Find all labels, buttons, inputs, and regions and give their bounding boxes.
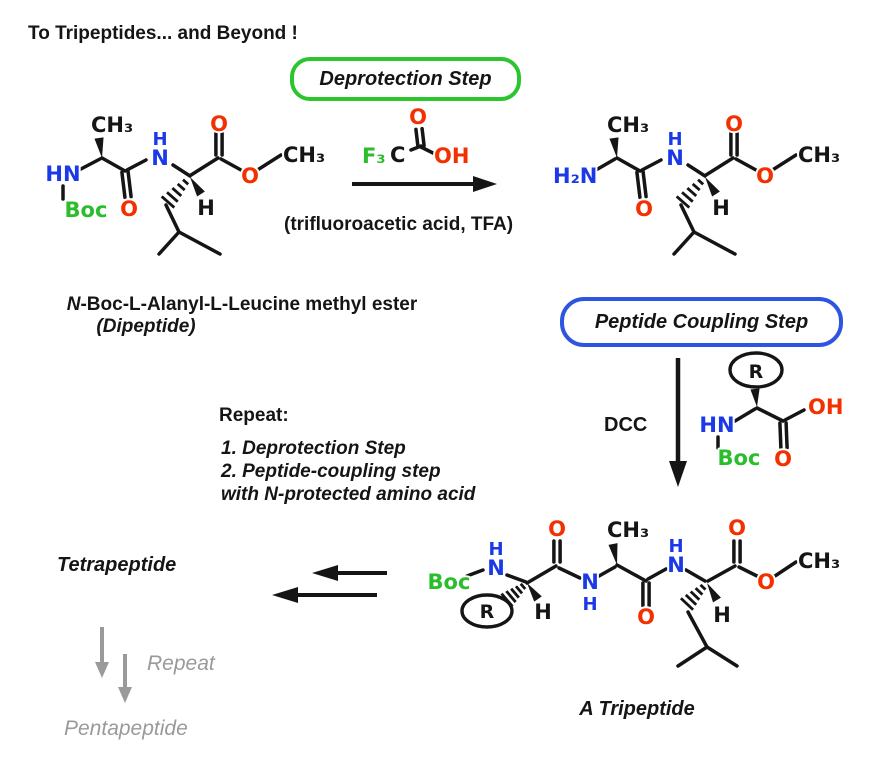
atom-label: HN [45,162,80,186]
deprotection-step-box: Deprotection Step [290,57,521,101]
atom-label: CH₃ [607,113,649,137]
atom-label: Boc [65,198,108,222]
atom-label: H [582,594,597,615]
atom-label: H [668,536,683,557]
peptide-coupling-step-box: Peptide Coupling Step [560,297,843,347]
atom-label: N [666,146,684,170]
atom-label: H [667,129,682,150]
atom-label: C [390,143,405,167]
dipeptide-name-n: N [66,294,81,315]
r-group-circle [460,593,514,629]
atom-label: O [725,112,743,136]
dcc-reaction-arrow [669,358,687,487]
atom-label: H [152,129,167,150]
page-title: To Tripeptides... and Beyond ! [28,23,298,44]
dcc-reagent-label: DCC [604,414,648,436]
dipeptide-name-rest: -Boc-L-Alanyl-L-Leucine methyl ester [80,294,418,315]
to-tetrapeptide-arrow-2 [272,587,377,603]
atom-label: O [241,164,259,188]
atom-label: O [120,197,138,221]
atom-label: CH₃ [283,143,325,167]
tripeptide-label: A Tripeptide [579,698,695,720]
tfa-reaction-arrow [352,176,497,192]
peptide-coupling-step-label: Peptide Coupling Step [594,310,809,333]
atom-label: CH₃ [91,113,133,137]
pentapeptide-label: Pentapeptide [64,717,188,740]
atom-label: H [712,196,730,220]
atom-label: N [667,553,685,577]
atom-label: O [635,197,653,221]
atom-label: Boc [718,446,761,470]
repeat-steps-list: 1. Deprotection Step 2. Peptide-coupling… [221,437,475,506]
atom-label: F₃ [362,144,386,168]
to-tetrapeptide-arrow-1 [312,565,387,581]
atom-label: H [534,600,552,624]
deprotection-step-label: Deprotection Step [319,67,492,90]
atom-label: OH [434,144,469,168]
repeat-title: Repeat: [219,405,289,426]
atom-label: CH₃ [607,518,649,542]
tetrapeptide-label: Tetrapeptide [57,554,177,576]
atom-label: CH₃ [798,143,840,167]
atom-label: O [756,164,774,188]
atom-label: N [151,146,169,170]
atom-label: CH₃ [798,549,840,573]
atom-label: HN [699,413,734,437]
atom-label: H₂N [553,164,597,188]
atom-label: O [774,447,792,471]
repeat-step-2: 2. Peptide-coupling step [221,461,441,482]
atom-label: H [197,196,215,220]
r-group-circle [728,351,784,389]
atom-label: O [548,517,566,541]
boc-amino-acid-structure: R HN Boc O OH [697,351,845,473]
atom-label: H [488,539,503,560]
atom-label: O [757,570,775,594]
repeat-gray-label: Repeat [147,652,215,675]
tfa-caption: (trifluoroacetic acid, TFA) [284,214,514,235]
dipeptide-subtitle: (Dipeptide) [96,316,196,337]
repeat-step-1: 1. Deprotection Step [221,438,406,459]
atom-label: O [409,105,427,129]
dipeptide-name: N-Boc-L-Alanyl-L-Leucine methyl ester [37,294,447,316]
repeat-arrow-2 [118,654,132,703]
repeat-step-3: with N-protected amino acid [221,484,476,505]
atom-label: Boc [428,570,471,594]
atom-label: OH [808,395,843,419]
atom-label: N [487,556,505,580]
atom-label: H [713,603,731,627]
atom-label: O [210,112,228,136]
repeat-arrow-1 [95,627,109,678]
atom-label: O [728,516,746,540]
atom-label: R [480,601,495,623]
atom-label: N [581,570,599,594]
atom-label: O [637,605,655,629]
atom-label: R [749,361,764,383]
